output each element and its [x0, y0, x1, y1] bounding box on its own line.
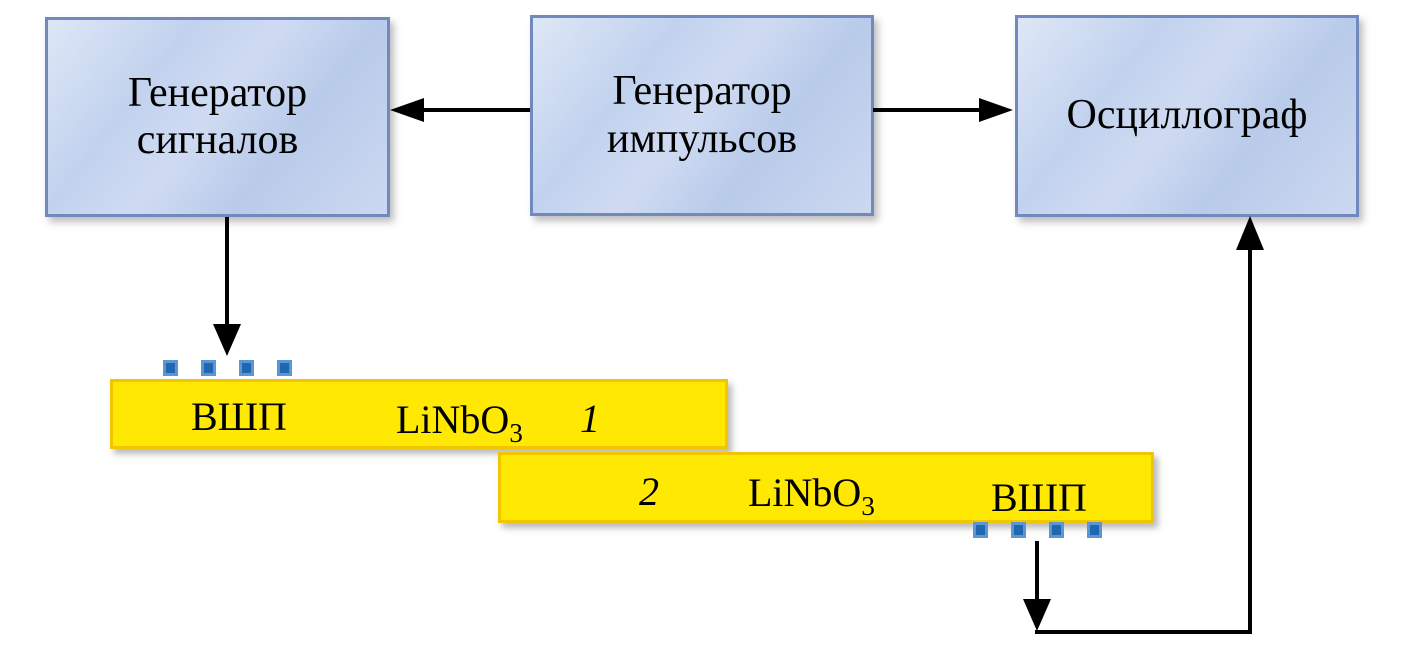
idt-finger [1087, 522, 1102, 538]
signal-generator-label-line2: сигналов [136, 117, 299, 163]
arrow-pulse-to-oscilloscope [873, 98, 1013, 122]
substrate-1: ВШП LiNbO3 1 [110, 379, 728, 449]
arrow-pulse-to-signal [390, 98, 530, 122]
oscilloscope-label: Осциллограф [1066, 92, 1308, 139]
substrate-2: 2 LiNbO3 ВШП [498, 452, 1154, 523]
substrate-1-idt-label: ВШП [191, 394, 287, 439]
substrate-1-material-label: LiNbO3 [396, 397, 523, 448]
arrowhead-up-icon [1236, 216, 1264, 250]
arrow-idt-to-oscilloscope [1023, 216, 1264, 634]
idt-finger [239, 360, 254, 376]
arrow-signal-to-idt [213, 217, 241, 356]
idt-fingers-input [163, 360, 292, 376]
substrate-2-material-label: LiNbO3 [748, 470, 875, 521]
idt-finger [1049, 522, 1064, 538]
idt-finger [1011, 522, 1026, 538]
arrowhead-down-icon [1023, 599, 1051, 631]
idt-finger [163, 360, 178, 376]
idt-finger [277, 360, 292, 376]
block-pulse-generator: Генератор импульсов [530, 15, 874, 216]
block-signal-generator: Генератор сигналов [45, 17, 390, 217]
idt-fingers-output [973, 522, 1102, 538]
arrowhead-right-icon [979, 98, 1013, 122]
substrate-2-number: 2 [639, 469, 659, 514]
idt-finger [201, 360, 216, 376]
arrowhead-left-icon [390, 98, 424, 122]
idt-finger [973, 522, 988, 538]
block-oscilloscope: Осциллограф [1015, 15, 1359, 217]
pulse-generator-label-line1: Генератор [612, 68, 792, 115]
pulse-generator-label-line2: импульсов [606, 115, 798, 162]
substrate-1-number: 1 [580, 396, 600, 441]
signal-generator-label-line1: Генератор [127, 69, 308, 116]
arrowhead-down-icon [213, 324, 241, 356]
substrate-2-idt-label: ВШП [991, 475, 1087, 520]
